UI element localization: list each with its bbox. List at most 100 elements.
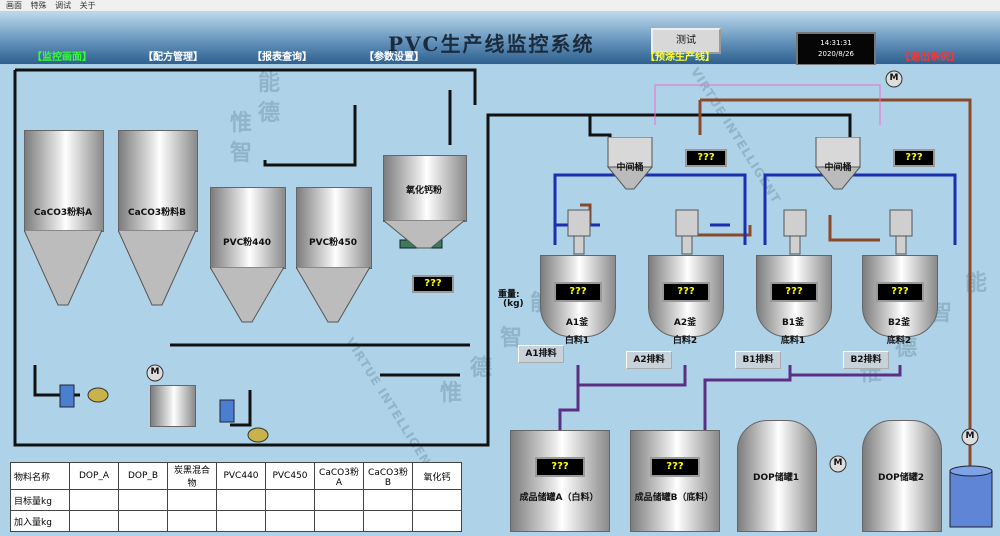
reactor-a2-display: ??? xyxy=(662,282,710,302)
table-cell xyxy=(69,510,119,532)
storage-tank-a[interactable] xyxy=(510,430,610,532)
table-cell xyxy=(314,489,364,511)
motor-icon[interactable] xyxy=(146,364,164,382)
process-canvas: 惟 德 智 能 惟 德 智 能 惟 德 智 能 VIRTUE INTELLIGE… xyxy=(0,65,1000,536)
table-header-cell: 炭黑混合物 xyxy=(167,462,217,490)
nav-exit[interactable]: 【退出系统】 xyxy=(900,52,960,63)
table-cell xyxy=(412,510,462,532)
discharge-a2-button[interactable]: A2排料 xyxy=(626,351,672,369)
table-header-cell: 物料名称 xyxy=(10,462,70,490)
header: PVC生产线监控系统 测试 14:31:31 2020/8/26 xyxy=(0,12,1000,66)
dop-tank-2[interactable] xyxy=(862,420,942,532)
reactor-b1-type: 底料1 xyxy=(780,336,806,346)
discharge-b2-button[interactable]: B2排料 xyxy=(843,351,889,369)
reactor-a2-type: 白料2 xyxy=(672,336,698,346)
table-cell xyxy=(265,489,315,511)
silo-caco3-a-cone xyxy=(24,230,102,306)
discharge-b1-button[interactable]: B1排料 xyxy=(735,351,781,369)
silo-cao-cone xyxy=(383,220,465,249)
silo-cao-label: 氧化钙粉 xyxy=(405,186,442,196)
table-cell xyxy=(216,510,266,532)
motor-label: M xyxy=(833,458,843,468)
motor-label: M xyxy=(150,367,160,377)
clock-display: 14:31:31 2020/8/26 xyxy=(796,32,876,66)
table-header-row: 物料名称 DOP_A DOP_B 炭黑混合物 PVC440 PVC450 CaC… xyxy=(10,462,462,490)
storage-tank-b-label: 成品储罐B（底料） xyxy=(634,493,714,503)
dop-tank-2-label: DOP储罐2 xyxy=(878,473,924,483)
menu-bar: 画面 特殊 调试 关于 xyxy=(0,0,1000,12)
motor-icon[interactable] xyxy=(829,455,847,473)
menu-item-about[interactable]: 关于 xyxy=(79,1,96,10)
table-header-cell: PVC450 xyxy=(265,462,315,490)
table-cell xyxy=(118,510,168,532)
table-header-cell: PVC440 xyxy=(216,462,266,490)
reactor-b2-display: ??? xyxy=(876,282,924,302)
dop-drum[interactable] xyxy=(948,465,994,531)
table-header-cell: CaCO3粉A xyxy=(314,462,364,490)
nav-params[interactable]: 【参数设置】 xyxy=(364,52,424,63)
table-row: 目标量kg xyxy=(10,489,462,511)
nav-report[interactable]: 【报表查询】 xyxy=(252,52,312,63)
table-row: 加入量kg xyxy=(10,510,462,532)
silo-pvc-440[interactable] xyxy=(210,187,286,269)
reactor-b1-name: B1釜 xyxy=(781,318,805,328)
table-cell xyxy=(118,489,168,511)
silo-pvc-440-cone xyxy=(210,267,284,323)
motor-icon[interactable] xyxy=(961,428,979,446)
reactor-motors xyxy=(567,209,913,255)
storage-tank-a-display: ??? xyxy=(535,457,585,477)
motor-label: M xyxy=(965,431,975,441)
material-table: 物料名称 DOP_A DOP_B 炭黑混合物 PVC440 PVC450 CaC… xyxy=(10,462,462,532)
table-cell xyxy=(314,510,364,532)
table-cell xyxy=(167,489,217,511)
app-title: PVC生产线监控系统 xyxy=(388,32,595,56)
storage-tank-b[interactable] xyxy=(630,430,720,532)
weight-label: 重量: xyxy=(498,290,520,300)
table-row-label: 加入量kg xyxy=(10,510,70,532)
silo-pvc-450-label: PVC粉450 xyxy=(309,238,357,248)
mid-tank-2[interactable] xyxy=(808,137,868,192)
silo-caco3-b[interactable] xyxy=(118,130,198,232)
reactor-a1-display: ??? xyxy=(554,282,602,302)
motor-label: M xyxy=(889,73,899,83)
reactor-b2-type: 底料2 xyxy=(886,336,912,346)
nav-monitor[interactable]: 【监控画面】 xyxy=(32,52,92,63)
menu-item-special[interactable]: 特殊 xyxy=(30,1,47,10)
mixer-hopper[interactable] xyxy=(150,385,196,427)
reactor-b2-name: B2釜 xyxy=(887,318,911,328)
silo-caco3-a[interactable] xyxy=(24,130,104,232)
silo-caco3-b-cone xyxy=(118,230,196,306)
pipework xyxy=(13,68,972,485)
scale-display-b: ??? xyxy=(893,149,935,167)
nav-precoat-line[interactable]: 【预涂生产线】 xyxy=(645,52,715,63)
cao-weight-display: ??? xyxy=(412,275,454,293)
discharge-a1-button[interactable]: A1排料 xyxy=(518,345,564,363)
table-cell xyxy=(167,510,217,532)
menu-item-debug[interactable]: 调试 xyxy=(55,1,72,10)
mid-tank-1-label: 中间桶 xyxy=(616,163,644,173)
silo-pvc-440-label: PVC粉440 xyxy=(223,238,271,248)
silo-pvc-450[interactable] xyxy=(296,187,372,269)
menu-item-screen[interactable]: 画面 xyxy=(6,1,22,10)
table-cell xyxy=(363,510,413,532)
table-cell xyxy=(265,510,315,532)
silo-caco3-b-label: CaCO3粉料B xyxy=(127,208,187,218)
mid-tank-1[interactable] xyxy=(600,137,660,192)
scale-display-a: ??? xyxy=(685,149,727,167)
test-button[interactable]: 测试 xyxy=(651,28,721,54)
table-cell xyxy=(216,489,266,511)
table-header-cell: DOP_B xyxy=(118,462,168,490)
dop-tank-1-label: DOP储罐1 xyxy=(753,473,799,483)
table-header-cell: CaCO3粉B xyxy=(363,462,413,490)
motor-icon[interactable] xyxy=(885,70,903,88)
table-row-label: 目标量kg xyxy=(10,489,70,511)
storage-tank-b-display: ??? xyxy=(650,457,700,477)
mid-tank-2-label: 中间桶 xyxy=(824,163,852,173)
weight-unit: (kg) xyxy=(503,299,524,309)
reactor-a1-type: 白料1 xyxy=(564,336,590,346)
nav-bar: 【监控画面】 【配方管理】 【报表查询】 【参数设置】 【预涂生产线】 【退出系… xyxy=(0,44,1000,64)
nav-recipe[interactable]: 【配方管理】 xyxy=(143,52,203,63)
dop-tank-1[interactable] xyxy=(737,420,817,532)
table-cell xyxy=(363,489,413,511)
table-header-cell: 氧化钙 xyxy=(412,462,462,490)
